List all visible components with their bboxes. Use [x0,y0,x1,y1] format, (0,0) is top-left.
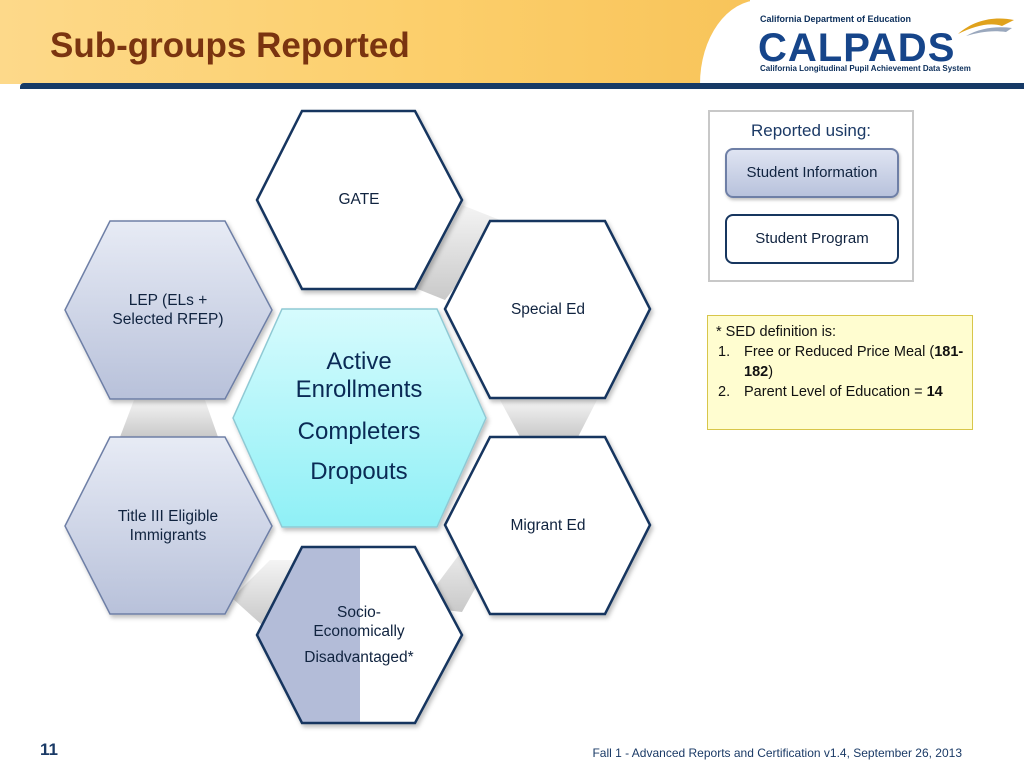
connector-gate-special [415,205,505,300]
hex-special-ed [443,219,652,400]
sed-definition-note: * SED definition is: 1. Free or Reduced … [707,315,973,430]
legend-student-program: Student Program [725,214,899,264]
center-label: Active Enrollments Completers Dropouts [262,348,456,486]
note-heading: * SED definition is: [716,324,837,340]
note-item-2: 2. Parent Level of Education = 14 [716,382,964,402]
legend-title: Reported using: [750,121,872,140]
hex-title3-label-line1: Title III Eligible [117,508,219,525]
hex-migrant-ed [443,435,652,616]
note-item-2-code: 14 [926,384,943,400]
hex-gate [255,109,464,291]
connector-lep-title3 [120,400,218,437]
hex-title3 [64,436,273,615]
logo-sub-text: California Longitudinal Pupil Achievemen… [760,64,971,73]
calpads-logo: California Department of Education CALPA… [756,10,1018,76]
note-item-1-text: Free or Reduced Price Meal ( [744,344,935,360]
hex-title3-label: Title III Eligible Immigrants [92,507,244,545]
hex-sed-label-line2: Economically [313,623,405,640]
note-item-2-text: Parent Level of Education = [744,384,927,400]
center-label-line1: Active Enrollments [295,348,423,403]
hex-lep-label-line1: LEP (ELs + [128,292,208,309]
hex-special-ed-label: Special Ed [510,301,586,318]
hex-lep-label-line2: Selected RFEP) [112,311,224,328]
hex-gate-label: GATE [338,191,380,208]
note-item-1-code: 181-182 [744,344,964,380]
note-item-2-number: 2. [718,384,731,400]
page-title: Sub-groups Reported [50,26,410,65]
hex-sed-label-line1: Socio- [337,604,381,621]
hex-sed [255,545,464,725]
slide-header: Sub-groups Reported California Departmen… [0,0,1024,90]
note-item-1-end: ) [768,364,774,380]
page-number: 11 [40,740,58,759]
logo-top-text: California Department of Education [760,14,912,24]
note-item-1-number: 1. [718,344,731,360]
logo-main-text: CALPADS [758,26,956,70]
connector-special-migrant [500,400,597,437]
hex-title3-label-line2: Immigrants [129,527,207,544]
hex-sed-label-line3: Disadvantaged* [304,649,414,666]
hex-lep-label: LEP (ELs + Selected RFEP) [92,291,244,329]
legend-box: Reported using: Student Information Stud… [708,110,914,282]
note-list: 1. Free or Reduced Price Meal (181-182) … [716,342,964,402]
center-label-line2: Completers [297,418,421,445]
hex-center [232,308,487,528]
header-bar [0,0,750,84]
hex-lep [64,220,273,400]
center-label-line3: Dropouts [310,458,408,485]
header-line [20,83,1024,89]
note-item-1: 1. Free or Reduced Price Meal (181-182) [716,342,964,382]
footer-text: Fall 1 - Advanced Reports and Certificat… [592,746,962,760]
hex-sed-label: Socio- Economically Disadvantaged* [280,603,438,667]
legend-student-information: Student Information [725,148,899,198]
hex-migrant-ed-label: Migrant Ed [510,517,586,534]
logo-swoosh-icon [958,18,1014,36]
connector-sed-title3 [232,560,300,625]
